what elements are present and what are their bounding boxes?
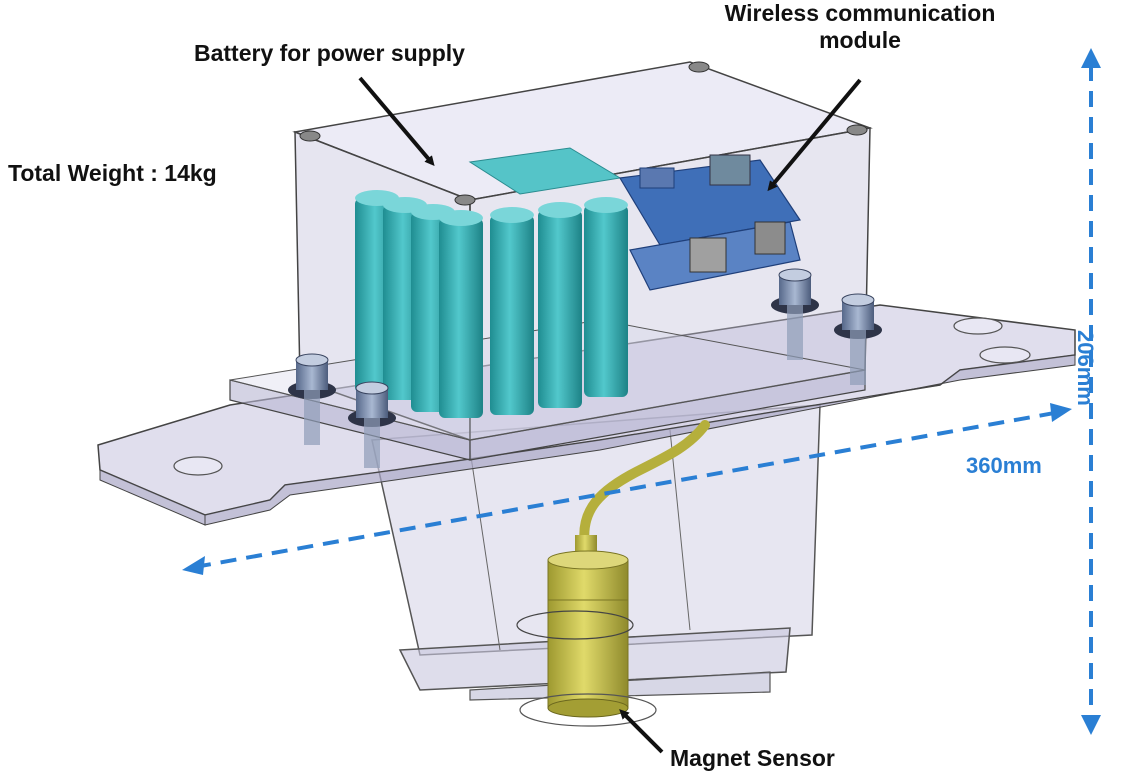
battery-cell	[490, 207, 534, 415]
length-dimension-label: 360mm	[966, 453, 1042, 478]
wireless-module-label-line2: module	[819, 27, 901, 53]
wireless-module-label-line1: Wireless communication	[724, 0, 996, 26]
bolt	[348, 381, 396, 468]
dimension-arrow-height	[1081, 48, 1101, 735]
screw	[299, 61, 868, 206]
dimension-arrow-length	[182, 403, 1072, 575]
magnet-sensor-label: Magnet Sensor	[670, 745, 835, 771]
battery-cell	[584, 197, 628, 397]
wireless-callout-arrow	[767, 78, 862, 192]
battery-label: Battery for power supply	[194, 40, 465, 66]
height-dimension-label: 206mm	[1073, 330, 1098, 406]
bolt	[771, 268, 819, 360]
magnet-callout-arrow	[619, 709, 664, 754]
magnet-sensor	[516, 420, 710, 727]
bolt	[834, 293, 882, 385]
bolt	[288, 353, 336, 445]
battery-pack	[355, 147, 628, 418]
wireless-module-label: Wireless communication module	[700, 0, 1020, 54]
battery-cell	[439, 210, 483, 418]
wireless-module	[619, 154, 802, 291]
battery-cell	[538, 202, 582, 408]
battery-callout-arrow	[358, 76, 435, 167]
total-weight-label: Total Weight : 14kg	[8, 160, 217, 186]
mounting-flange	[97, 304, 1076, 526]
